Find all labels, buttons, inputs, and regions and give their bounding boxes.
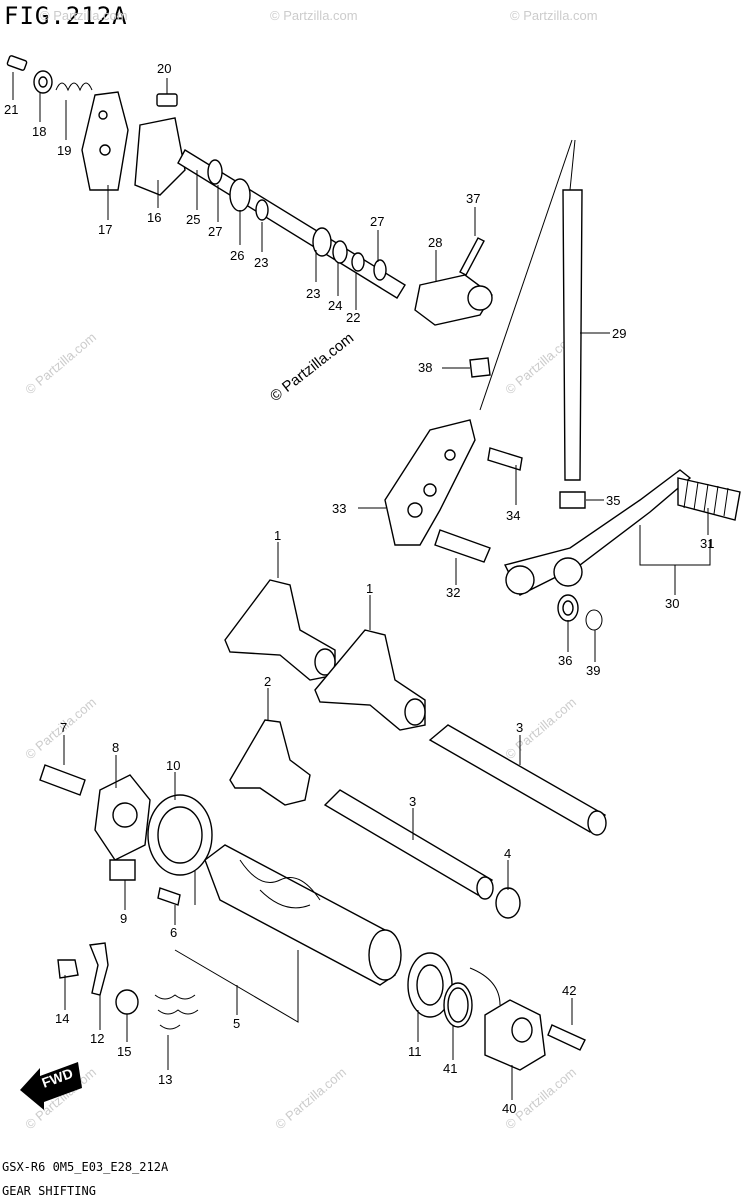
shift-shaft-assembly bbox=[6, 55, 493, 378]
callout-34: 34 bbox=[506, 508, 520, 523]
callout-18: 18 bbox=[32, 124, 46, 139]
callout-11: 11 bbox=[408, 1044, 422, 1059]
callout-3b: 3 bbox=[409, 794, 416, 809]
callout-22: 22 bbox=[346, 310, 360, 325]
section-name: GEAR SHIFTING bbox=[2, 1184, 96, 1198]
shift-drum-assembly bbox=[39, 764, 586, 1071]
callout-23b: 23 bbox=[306, 286, 320, 301]
callout-1b: 1 bbox=[366, 581, 373, 596]
callout-8: 8 bbox=[112, 740, 119, 755]
fork-shafts bbox=[323, 724, 607, 919]
callout-21: 21 bbox=[4, 102, 18, 117]
callout-15: 15 bbox=[117, 1044, 131, 1059]
callout-12: 12 bbox=[90, 1031, 104, 1046]
callout-25: 25 bbox=[186, 212, 200, 227]
callout-30: 30 bbox=[665, 596, 679, 611]
callout-4: 4 bbox=[504, 846, 511, 861]
callout-28: 28 bbox=[428, 235, 442, 250]
watermark: © Partzilla.com bbox=[40, 8, 128, 23]
shift-pedal bbox=[503, 469, 741, 631]
watermark: © Partzilla.com bbox=[502, 1064, 579, 1132]
callout-labels: 21 18 19 17 20 16 25 27 26 23 23 24 22 2… bbox=[4, 61, 714, 1116]
callout-6: 6 bbox=[170, 925, 177, 940]
callout-42: 42 bbox=[562, 983, 576, 998]
callout-20: 20 bbox=[157, 61, 171, 76]
callout-3a: 3 bbox=[516, 720, 523, 735]
figure-title: FIG.212A bbox=[4, 2, 128, 30]
callout-32: 32 bbox=[446, 585, 460, 600]
callout-40: 40 bbox=[502, 1101, 516, 1116]
callout-2: 2 bbox=[264, 674, 271, 689]
callout-38: 38 bbox=[418, 360, 432, 375]
watermark: © Partzilla.com bbox=[22, 329, 99, 397]
watermark: © Partzilla.com bbox=[510, 8, 598, 23]
leader-lines bbox=[12, 72, 711, 1100]
callout-36: 36 bbox=[558, 653, 572, 668]
callout-5: 5 bbox=[233, 1016, 240, 1031]
callout-13: 13 bbox=[158, 1072, 172, 1087]
callout-23a: 23 bbox=[254, 255, 268, 270]
watermark-center: © Partzilla.com bbox=[267, 330, 357, 406]
callout-9: 9 bbox=[120, 911, 127, 926]
bracket bbox=[384, 419, 523, 563]
callout-7: 7 bbox=[60, 720, 67, 735]
callout-19: 19 bbox=[57, 143, 71, 158]
callout-39: 39 bbox=[586, 663, 600, 678]
callout-29: 29 bbox=[612, 326, 626, 341]
shift-rod bbox=[479, 139, 586, 509]
callout-27a: 27 bbox=[208, 224, 222, 239]
callout-41: 41 bbox=[443, 1061, 457, 1076]
callout-10: 10 bbox=[166, 758, 180, 773]
callout-27b: 27 bbox=[370, 214, 384, 229]
callout-1a: 1 bbox=[274, 528, 281, 543]
callout-37: 37 bbox=[466, 191, 480, 206]
callout-31: 31 bbox=[700, 536, 714, 551]
shift-forks bbox=[224, 579, 426, 806]
callout-35: 35 bbox=[606, 493, 620, 508]
callout-17: 17 bbox=[98, 222, 112, 237]
callout-24: 24 bbox=[328, 298, 342, 313]
callout-14: 14 bbox=[55, 1011, 69, 1026]
watermark: © Partzilla.com bbox=[502, 694, 579, 762]
callout-16: 16 bbox=[147, 210, 161, 225]
model-code: GSX-R6 0M5_E03_E28_212A bbox=[2, 1160, 169, 1174]
watermark: © Partzilla.com bbox=[270, 8, 358, 23]
callout-33: 33 bbox=[332, 501, 346, 516]
watermark: © Partzilla.com bbox=[272, 1064, 349, 1132]
callout-26: 26 bbox=[230, 248, 244, 263]
